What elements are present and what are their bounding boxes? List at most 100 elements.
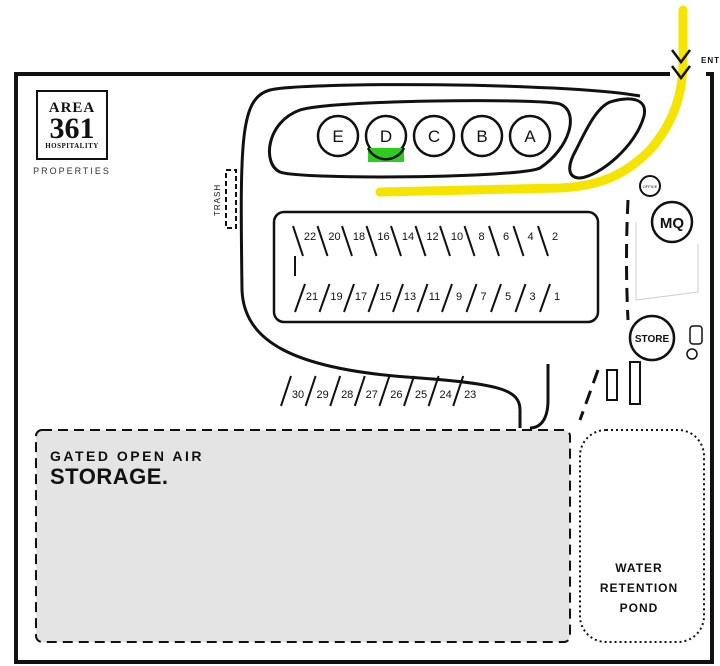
space-number-8: 8 — [478, 231, 484, 243]
stall-line — [452, 375, 465, 407]
building-label-c: C — [428, 127, 440, 146]
stall-line — [316, 225, 329, 257]
stall-line — [465, 283, 478, 313]
entrance-label: ENT — [701, 56, 720, 65]
stall-line — [514, 283, 527, 313]
space-number-29: 29 — [316, 389, 328, 401]
stall-line — [392, 283, 404, 313]
stall-line — [280, 375, 292, 407]
building-island — [267, 99, 572, 179]
stall-line — [367, 283, 380, 313]
space-number-7: 7 — [480, 291, 486, 303]
space-number-23: 23 — [464, 389, 476, 401]
building-e[interactable] — [316, 114, 360, 158]
trash-enclosure — [225, 169, 237, 229]
store-label: STORE — [635, 334, 670, 345]
stall-line — [441, 283, 453, 313]
stall-line — [403, 375, 415, 407]
stall-line — [537, 225, 549, 257]
buildings: E D C B A — [316, 114, 552, 162]
space-number-17: 17 — [355, 291, 367, 303]
parking-bar-1 — [606, 369, 618, 401]
space-number-9: 9 — [456, 291, 462, 303]
space-number-6: 6 — [503, 231, 509, 243]
building-c[interactable] — [412, 114, 456, 158]
pond-line-1: WATER — [615, 561, 663, 575]
space-number-2: 2 — [552, 231, 558, 243]
building-label-d: D — [380, 127, 392, 146]
storage-title: GATED OPEN AIR — [50, 448, 205, 464]
space-number-26: 26 — [390, 389, 402, 401]
road-right-edge — [578, 199, 630, 421]
road-inner-edge — [529, 364, 550, 430]
mq-lot — [635, 222, 699, 301]
stall-line — [292, 225, 304, 257]
space-number-15: 15 — [379, 291, 391, 303]
stall-line — [304, 375, 317, 407]
space-number-19: 19 — [330, 291, 342, 303]
logo-subtitle: PROPERTIES — [33, 166, 111, 176]
stall-line — [427, 375, 440, 407]
stall-line — [490, 283, 502, 313]
storage-subtitle: STORAGE. — [50, 464, 169, 489]
stall-line — [439, 225, 451, 257]
parking-bar-2 — [629, 361, 641, 405]
building-label-b: B — [476, 127, 487, 146]
pond-label: WATER RETENTION POND — [596, 558, 682, 618]
space-number-22: 22 — [304, 231, 316, 243]
space-number-10: 10 — [451, 231, 463, 243]
stall-line — [378, 375, 391, 407]
logo-line-number: 361 — [49, 112, 95, 145]
entry-route — [375, 5, 688, 197]
trash-label: TRASH — [213, 184, 222, 216]
stall-line — [416, 283, 429, 313]
space-number-27: 27 — [366, 389, 378, 401]
stall-line — [414, 225, 427, 257]
space-number-30: 30 — [292, 389, 304, 401]
building-b[interactable] — [460, 114, 504, 158]
space-number-21: 21 — [306, 291, 318, 303]
water-retention-pond — [579, 429, 705, 643]
fuel-pump — [689, 325, 703, 345]
space-number-28: 28 — [341, 389, 353, 401]
space-number-11: 11 — [429, 291, 440, 303]
stall-line — [390, 225, 402, 257]
stall-line — [463, 225, 476, 257]
mq-label: MQ — [660, 215, 684, 232]
space-number-12: 12 — [426, 231, 438, 243]
building-label-a: A — [524, 127, 536, 146]
building-label-e: E — [332, 127, 343, 146]
office-label: OFFICE — [643, 184, 658, 189]
stall-line — [343, 283, 355, 313]
space-number-18: 18 — [353, 231, 365, 243]
space-number-25: 25 — [415, 389, 427, 401]
storage-area — [35, 429, 571, 643]
space-number-1: 1 — [554, 291, 560, 303]
stall-line — [353, 375, 366, 407]
space-number-13: 13 — [404, 291, 416, 303]
stall-line — [318, 283, 331, 313]
parking-row-lower: 30 29 28 27 26 25 24 23 — [280, 375, 476, 407]
pond-line-3: POND — [619, 601, 659, 615]
store-marker[interactable] — [628, 314, 676, 362]
stall-line — [329, 375, 342, 407]
space-number-5: 5 — [505, 291, 511, 303]
stall-line — [341, 225, 353, 257]
pond-line-2: RETENTION — [599, 581, 679, 595]
stall-line — [512, 225, 525, 257]
mq-marker[interactable] — [650, 200, 694, 244]
space-number-24: 24 — [439, 389, 451, 401]
space-number-20: 20 — [328, 231, 340, 243]
stall-line — [539, 283, 551, 313]
entry-arrow-icon — [671, 49, 691, 65]
side-island — [568, 97, 647, 180]
logo-line-area: AREA — [48, 100, 96, 116]
logo-line-hospitality: HOSPITALITY — [45, 142, 99, 150]
space-number-14: 14 — [402, 231, 414, 243]
entry-arrow-icon-2 — [671, 65, 691, 81]
building-a[interactable] — [508, 114, 552, 158]
center-parking-island — [272, 210, 600, 324]
